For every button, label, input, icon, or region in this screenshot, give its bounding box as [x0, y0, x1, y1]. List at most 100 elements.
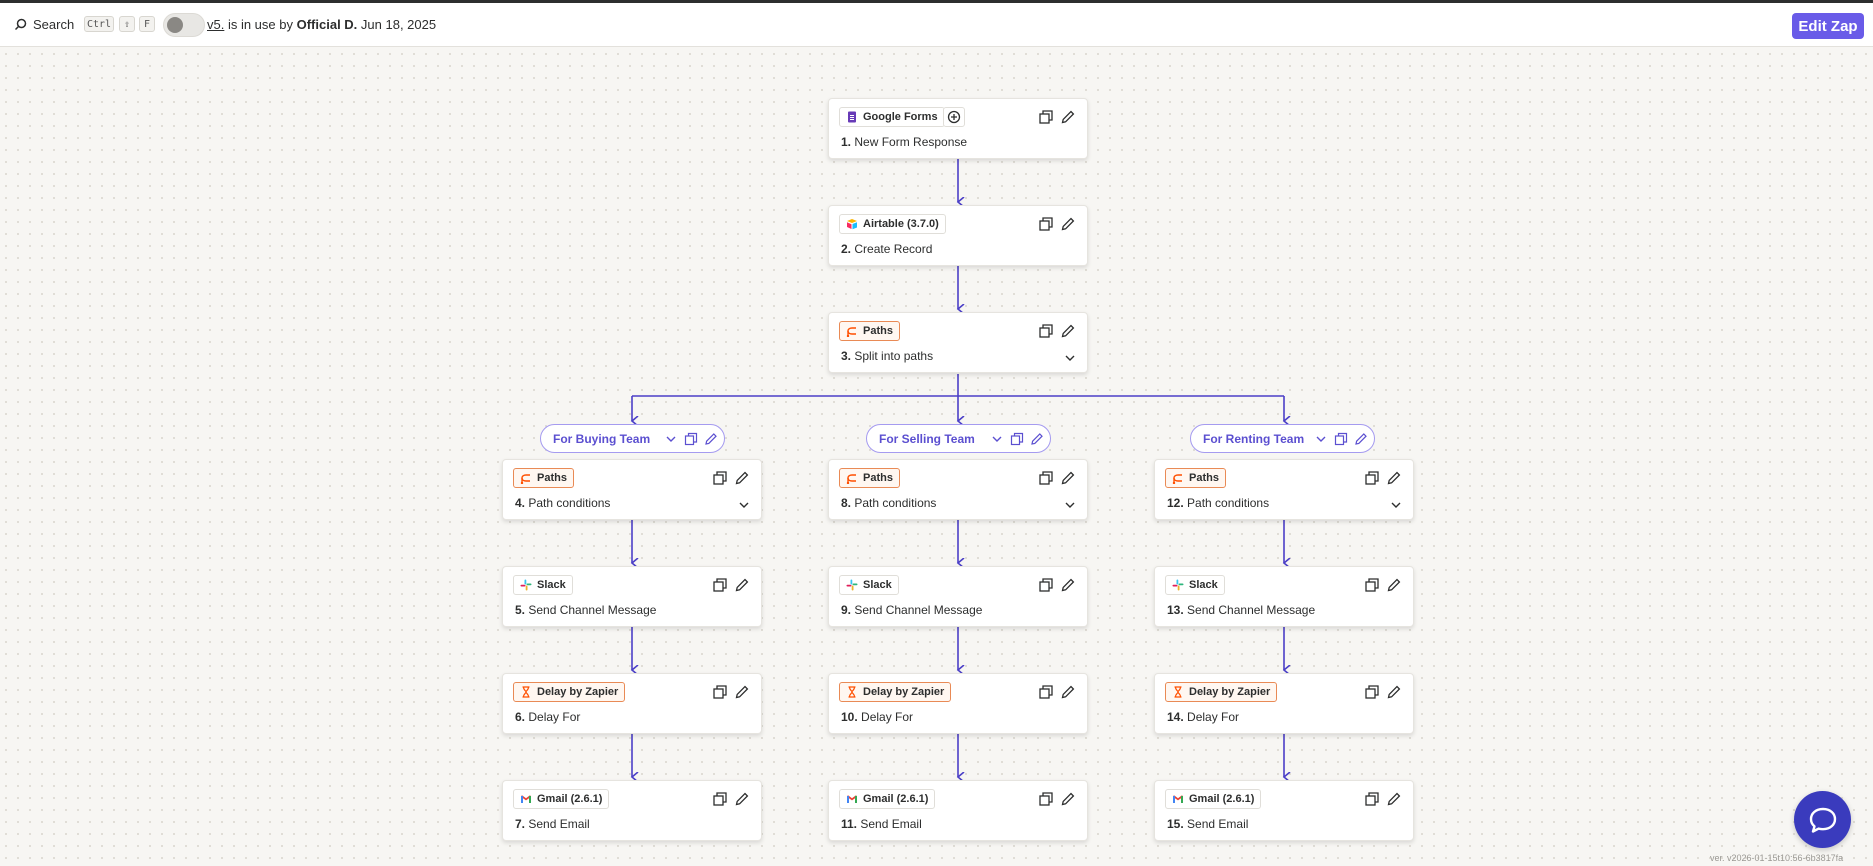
- step-action: Path conditions: [528, 496, 611, 510]
- step-card-15[interactable]: Gmail (2.6.1)15. Send Email: [1154, 780, 1414, 841]
- duplicate-icon[interactable]: [1038, 216, 1054, 232]
- zap-on-off-toggle[interactable]: [163, 13, 205, 37]
- step-action: Path conditions: [1187, 496, 1270, 510]
- pencil-icon[interactable]: [734, 684, 750, 700]
- duplicate-icon[interactable]: [712, 577, 728, 593]
- chevron-down-icon[interactable]: [991, 433, 1003, 445]
- app-name: Gmail (2.6.1): [1189, 793, 1255, 805]
- duplicate-icon[interactable]: [1038, 323, 1054, 339]
- duplicate-icon[interactable]: [1364, 470, 1380, 486]
- paths-icon: [1172, 472, 1184, 484]
- duplicate-icon[interactable]: [1038, 470, 1054, 486]
- chevron-down-icon[interactable]: [1315, 433, 1327, 445]
- step-action: Create Record: [854, 242, 933, 256]
- pencil-icon[interactable]: [704, 432, 718, 446]
- step-card-7[interactable]: Gmail (2.6.1) 7. Send Email: [502, 780, 762, 841]
- status-user: Official D.: [296, 17, 358, 32]
- pencil-icon[interactable]: [1386, 470, 1402, 486]
- step-title: 13. Send Channel Message: [1167, 603, 1315, 617]
- shortcut-key-f: F: [139, 16, 155, 32]
- step-card-10[interactable]: Delay by Zapier 10. Delay For: [828, 673, 1088, 734]
- gmail-icon: [520, 793, 532, 805]
- chevron-down-icon[interactable]: [737, 498, 751, 512]
- pencil-icon[interactable]: [1060, 791, 1076, 807]
- pencil-icon[interactable]: [1030, 432, 1044, 446]
- pencil-icon[interactable]: [1386, 684, 1402, 700]
- duplicate-icon[interactable]: [712, 684, 728, 700]
- pencil-icon[interactable]: [734, 577, 750, 593]
- chevron-down-icon[interactable]: [665, 433, 677, 445]
- duplicate-icon[interactable]: [1038, 791, 1054, 807]
- app-badge: Paths: [839, 468, 900, 488]
- step-card-8[interactable]: Paths 8. Path conditions: [828, 459, 1088, 520]
- chevron-down-icon[interactable]: [1063, 498, 1077, 512]
- app-name: Gmail (2.6.1): [537, 793, 603, 805]
- gmail-icon: [846, 793, 858, 805]
- toggle-knob: [167, 17, 183, 33]
- pencil-icon[interactable]: [1060, 470, 1076, 486]
- duplicate-icon[interactable]: [1364, 577, 1380, 593]
- delay-icon: [846, 686, 858, 698]
- copy-icon[interactable]: [1334, 432, 1348, 446]
- step-action: Send Channel Message: [528, 603, 657, 617]
- pencil-icon[interactable]: [1386, 577, 1402, 593]
- path-buying-team[interactable]: For Buying Team: [540, 424, 725, 453]
- path-renting-team[interactable]: For Renting Team: [1190, 424, 1375, 453]
- pencil-icon[interactable]: [734, 470, 750, 486]
- copy-icon[interactable]: [684, 432, 698, 446]
- pencil-icon[interactable]: [1060, 577, 1076, 593]
- add-field-button[interactable]: [943, 107, 965, 127]
- step-card-11[interactable]: Gmail (2.6.1)11. Send Email: [828, 780, 1088, 841]
- delay-icon: [1172, 686, 1184, 698]
- app-name: Gmail (2.6.1): [863, 793, 929, 805]
- airtable-icon: [846, 218, 858, 230]
- duplicate-icon[interactable]: [1364, 791, 1380, 807]
- chat-support-button[interactable]: [1794, 791, 1851, 848]
- app-badge: Delay by Zapier: [839, 682, 952, 702]
- pencil-icon[interactable]: [1386, 791, 1402, 807]
- chevron-down-icon[interactable]: [1063, 351, 1077, 365]
- pencil-icon[interactable]: [1354, 432, 1368, 446]
- step-action: Send Email: [528, 817, 590, 831]
- step-card-13[interactable]: Slack 13. Send Channel Message: [1154, 566, 1414, 627]
- step-number: 7.: [515, 817, 526, 831]
- duplicate-icon[interactable]: [1038, 684, 1054, 700]
- step-action: Delay For: [861, 710, 914, 724]
- chevron-down-icon[interactable]: [1389, 498, 1403, 512]
- pencil-icon[interactable]: [1060, 216, 1076, 232]
- duplicate-icon[interactable]: [712, 791, 728, 807]
- pencil-icon[interactable]: [734, 791, 750, 807]
- app-name: Google Forms: [863, 111, 938, 123]
- version-status: v5. is in use by Official D. Jun 18, 202…: [207, 17, 436, 32]
- step-number: 1.: [841, 135, 852, 149]
- step-title: 8. Path conditions: [841, 496, 936, 510]
- duplicate-icon[interactable]: [1038, 109, 1054, 125]
- search-button[interactable]: Search: [14, 17, 74, 32]
- copy-icon[interactable]: [1010, 432, 1024, 446]
- pencil-icon[interactable]: [1060, 109, 1076, 125]
- edit-zap-button[interactable]: Edit Zap: [1792, 13, 1864, 39]
- pencil-icon[interactable]: [1060, 684, 1076, 700]
- step-number: 8.: [841, 496, 852, 510]
- pencil-icon[interactable]: [1060, 323, 1076, 339]
- step-title: 10. Delay For: [841, 710, 913, 724]
- duplicate-icon[interactable]: [1038, 577, 1054, 593]
- app-badge: Gmail (2.6.1): [513, 789, 610, 809]
- step-title: 5. Send Channel Message: [515, 603, 656, 617]
- version-link[interactable]: v5.: [207, 17, 225, 32]
- duplicate-icon[interactable]: [1364, 684, 1380, 700]
- duplicate-icon[interactable]: [712, 470, 728, 486]
- app-badge: Slack: [1165, 575, 1225, 595]
- step-card-2[interactable]: Airtable (3.7.0)2. Create Record: [828, 205, 1088, 266]
- app-badge: Paths: [1165, 468, 1226, 488]
- plus-circle-icon: [947, 110, 961, 124]
- path-selling-team[interactable]: For Selling Team: [866, 424, 1051, 453]
